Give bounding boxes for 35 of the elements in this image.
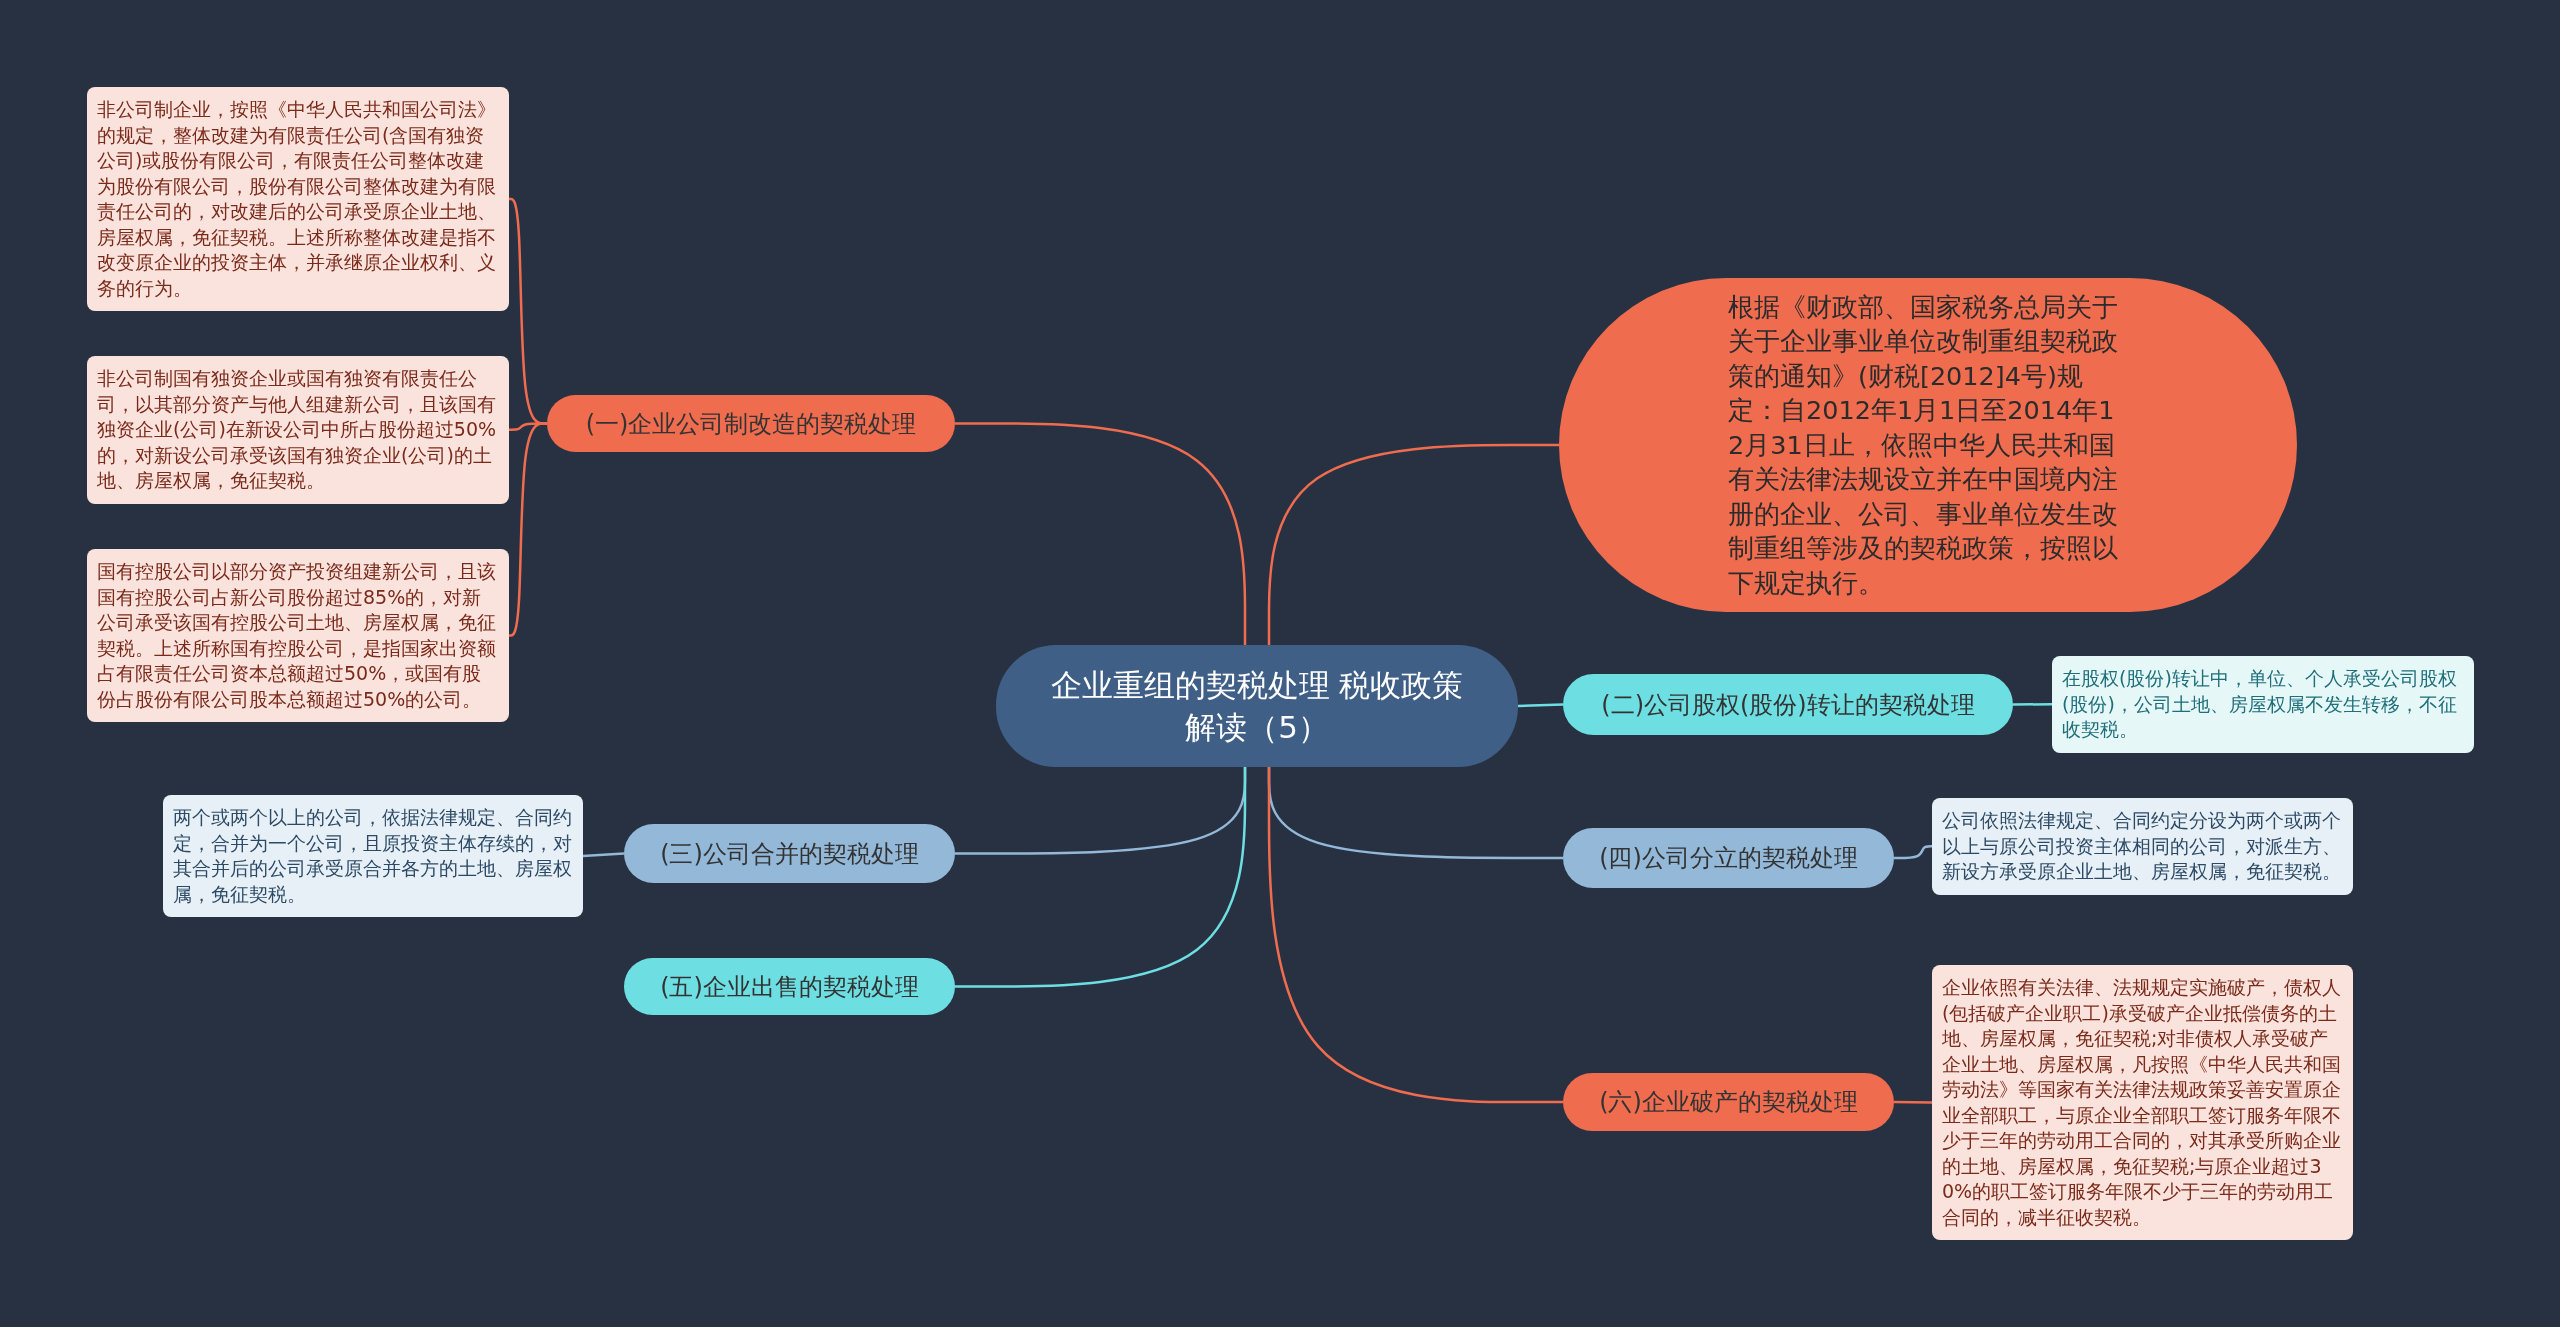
branch-topic xyxy=(547,395,955,452)
topic-text: (二)公司股权(股份)转让的契税处理 xyxy=(1601,689,1975,721)
branch-topic xyxy=(1563,1073,1894,1131)
note-text: 两个或两个以上的公司，依据法律规定、合同约定，合并为一个公司，且原投资主体存续的，对其合并后的公司承受原合并各方的土地、房屋权属，免征契税。 xyxy=(173,805,573,907)
connector-line xyxy=(1267,443,1559,645)
note-card xyxy=(1932,798,2353,895)
note-text: 在股权(股份)转让中，单位、个人承受公司股权(股份)，公司土地、房屋权属不发生转移，不征收契税。 xyxy=(2062,666,2458,742)
branch-topic xyxy=(1563,674,2013,735)
connector-line xyxy=(1894,1100,1932,1104)
intro-text: 根据《财政部、国家税务总局关于关于企业事业单位改制重组契税政策的通知》(财税[2012]4号)规定：自2012年1月1日至2014年12月31日止，依照中华人民共和国有关法律法规设立并在中国境内注册的企业、公司、事业单位发生改制重组等涉及的契税政策，按照以下规定执行。 xyxy=(1728,290,2119,600)
topic-text: (五)企业出售的契税处理 xyxy=(660,971,919,1003)
topic-text: (一)企业公司制改造的契税处理 xyxy=(585,408,917,440)
note-card xyxy=(163,795,583,917)
note-text: 国有控股公司以部分资产投资组建新公司，且该国有控股公司占新公司股份超过85%的，对新公司承受该国有控股公司土地、房屋权属，免征契税。上述所称国有控股公司，是指国家出资额占有限责任公司资本总额超过50%，或国有股份占股份有限公司股本总额超过50%的公司。 xyxy=(97,559,497,712)
note-text: 企业依照有关法律、法规规定实施破产，债权人(包括破产企业职工)承受破产企业抵偿债务的土地、房屋权属，免征契税;对非债权人承受破产企业土地、房屋权属，凡按照《中华人民共和国劳动法》等国家有关法律法规政策妥善安置原企业全部职工，与原企业全部职工签订服务年限不少于三年的劳动用工合同的，对其承受所购企业的土地、房屋权属，免征契税;与原企业超过30%的职工签订服务年限不少于三年的劳动用工合同的，减半征收契税。 xyxy=(1942,975,2342,1230)
connector-line xyxy=(1517,703,1564,708)
connector-line xyxy=(1894,845,1932,860)
branch-topic xyxy=(624,958,955,1015)
connector-line xyxy=(2013,703,2052,706)
topic-text: (三)公司合并的契税处理 xyxy=(660,838,919,870)
note-card xyxy=(87,549,509,722)
connector-line xyxy=(582,852,625,858)
connector-line xyxy=(508,422,547,637)
topic-text: (四)公司分立的契税处理 xyxy=(1599,843,1858,874)
note-text: 非公司制国有独资企业或国有独资有限责任公司，以其部分资产与他人组建新公司，且该国有独资企业(公司)在新设公司中所占股份超过50%的，对新设公司承受该国有独资企业(公司)的土地、房屋权属，免征契税。 xyxy=(97,366,498,493)
note-card xyxy=(87,356,509,504)
note-text: 非公司制企业，按照《中华人民共和国公司法》的规定，整体改建为有限责任公司(含国有独资公司)或股份有限公司，有限责任公司整体改建为股份有限公司，股份有限公司整体改建为有限责任公司的，对改建后的公司承受原企业土地、房屋权属，免征契税。上述所称整体改建是指不改变原企业的投资主体，并承继原企业权利、义务的行为。 xyxy=(97,97,497,301)
connector-line xyxy=(1267,767,1563,1104)
topic-text: 企业重组的契税处理 税收政策解读（5） xyxy=(1049,666,1465,747)
connector-line xyxy=(955,422,1247,645)
connector-line xyxy=(955,767,1247,988)
note-card xyxy=(2052,656,2474,753)
note-text: 公司依照法律规定、合同约定分设为两个或两个以上与原公司投资主体相同的公司，对派生方、新设方承受原企业土地、房屋权属，免征契税。 xyxy=(1942,808,2342,884)
branch-topic xyxy=(1563,828,1894,888)
topic-text: (六)企业破产的契税处理 xyxy=(1599,1087,1858,1118)
